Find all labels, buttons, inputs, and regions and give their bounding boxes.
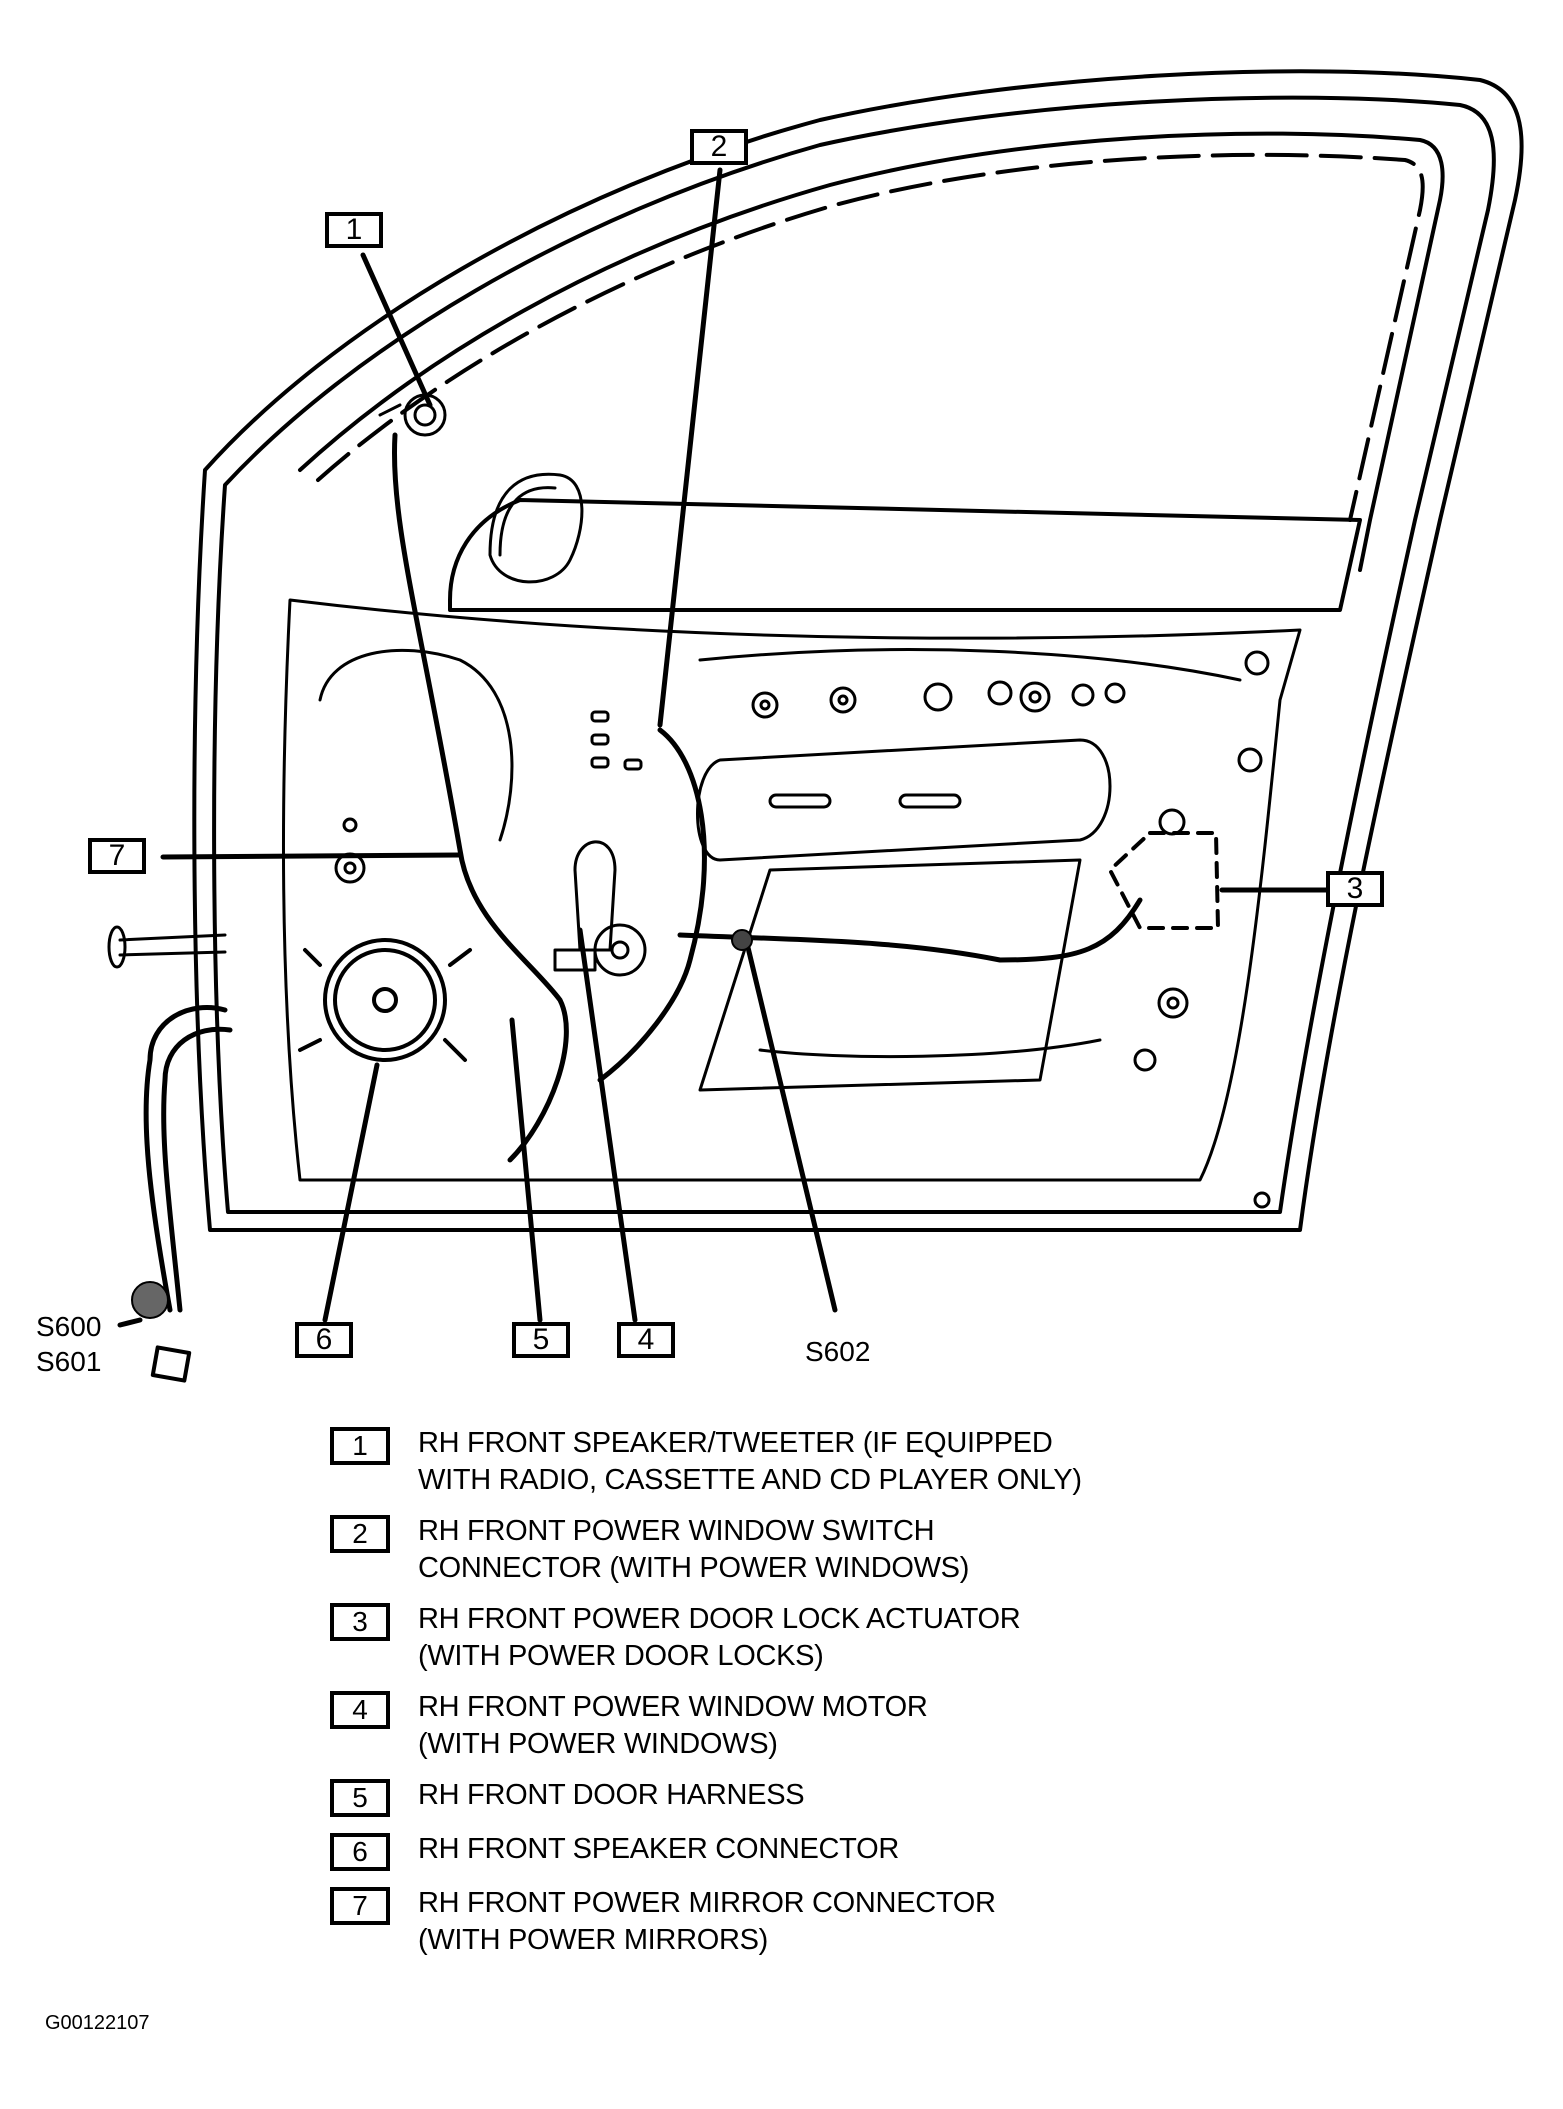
legend-description: RH FRONT DOOR HARNESS [418,1777,805,1814]
legend-item: 3 RH FRONT POWER DOOR LOCK ACTUATOR (WITH… [330,1601,1430,1675]
legend-line: RH FRONT POWER DOOR LOCK ACTUATOR [418,1603,1021,1635]
legend-line: RH FRONT POWER MIRROR CONNECTOR [418,1887,996,1919]
callout-3: 3 [1326,871,1384,907]
legend-line: RH FRONT POWER WINDOW MOTOR [418,1691,928,1723]
legend-description: RH FRONT POWER WINDOW MOTOR (WITH POWER W… [418,1689,928,1763]
door-lock-actuator-outline [1108,831,1220,930]
legend-item: 7 RH FRONT POWER MIRROR CONNECTOR (WITH P… [330,1885,1430,1959]
legend-description: RH FRONT POWER WINDOW SWITCH CONNECTOR (W… [418,1513,969,1587]
legend-line: RH FRONT DOOR HARNESS [418,1779,805,1811]
legend-item: 4 RH FRONT POWER WINDOW MOTOR (WITH POWER… [330,1689,1430,1763]
callout-2: 2 [690,129,748,165]
legend-line: (WITH POWER MIRRORS) [418,1924,769,1956]
callout-7: 7 [88,838,146,874]
legend-line: RH FRONT SPEAKER CONNECTOR [418,1833,899,1865]
legend-item: 6 RH FRONT SPEAKER CONNECTOR [330,1831,1430,1871]
legend-description: RH FRONT SPEAKER CONNECTOR [418,1831,899,1868]
legend-line: RH FRONT SPEAKER/TWEETER (IF EQUIPPED [418,1427,1053,1459]
legend-number: 6 [330,1833,390,1871]
legend-line: (WITH POWER DOOR LOCKS) [418,1640,824,1672]
legend-description: RH FRONT SPEAKER/TWEETER (IF EQUIPPED WIT… [418,1425,1082,1499]
splice-s600-dot [131,1281,169,1319]
legend-description: RH FRONT POWER MIRROR CONNECTOR (WITH POW… [418,1885,996,1959]
legend-line: WITH RADIO, CASSETTE AND CD PLAYER ONLY) [418,1464,1082,1496]
callout-6: 6 [295,1322,353,1358]
mirror-mount [488,472,584,584]
leader-lines [117,167,1333,1328]
figure-id: G00122107 [45,2012,150,2034]
legend-number: 5 [330,1779,390,1817]
legend-number: 7 [330,1887,390,1925]
callout-5: 5 [512,1322,570,1358]
splice-label-s601: S601 [36,1346,102,1377]
legend-item: 5 RH FRONT DOOR HARNESS [330,1777,1430,1817]
callout-1: 1 [325,212,383,248]
callout-4: 4 [617,1322,675,1358]
window-motor [553,840,647,977]
legend-item: 1 RH FRONT SPEAKER/TWEETER (IF EQUIPPED W… [330,1425,1430,1499]
wire-harness [143,432,1143,1313]
legend-number: 2 [330,1515,390,1553]
tweeter [378,393,447,437]
inner-panel [281,598,1302,1182]
harness-connector [150,1345,192,1383]
legend-line: (WITH POWER WINDOWS) [418,1728,778,1760]
legend-line: RH FRONT POWER WINDOW SWITCH [418,1515,935,1547]
legend-item: 2 RH FRONT POWER WINDOW SWITCH CONNECTOR … [330,1513,1430,1587]
legend: 1 RH FRONT SPEAKER/TWEETER (IF EQUIPPED W… [330,1425,1430,1973]
panel-holes [334,650,1271,1209]
legend-line: CONNECTOR (WITH POWER WINDOWS) [418,1552,970,1584]
door-diagram [107,69,1524,1383]
splice-label-s600: S600 [36,1311,102,1342]
splice-label-s602: S602 [805,1336,871,1367]
legend-number: 3 [330,1603,390,1641]
door-frame [192,69,1524,1232]
check-strap [107,925,227,969]
splice-s602-dot [731,929,753,951]
speaker [298,938,472,1062]
legend-number: 1 [330,1427,390,1465]
legend-description: RH FRONT POWER DOOR LOCK ACTUATOR (WITH P… [418,1601,1021,1675]
legend-number: 4 [330,1691,390,1729]
